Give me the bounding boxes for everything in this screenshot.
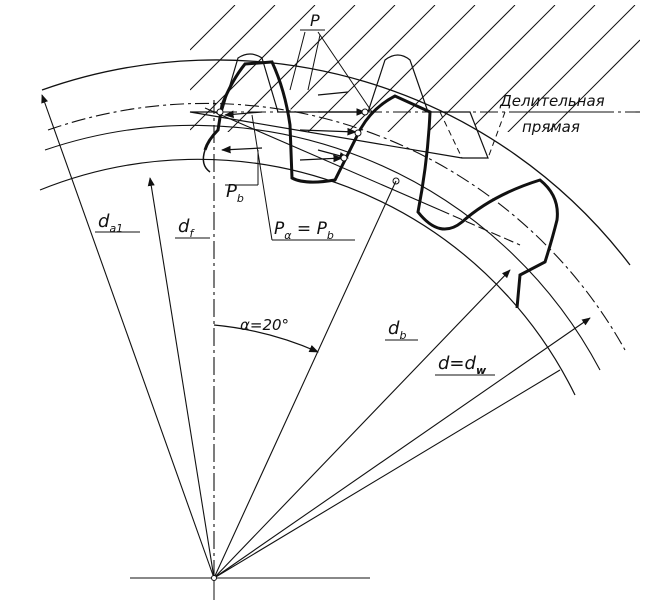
concentric-circles xyxy=(39,59,631,396)
tip-circle xyxy=(41,59,631,266)
line-of-action-ext xyxy=(439,209,521,246)
tip-diameter-label: da1 xyxy=(98,211,123,235)
base-radius xyxy=(213,269,511,579)
tip-radius xyxy=(41,94,215,579)
base-circle xyxy=(44,124,601,371)
pitch-line-label-2: прямая xyxy=(522,118,580,136)
root-diameter-label: df xyxy=(178,216,195,240)
root-circle xyxy=(39,158,576,396)
base-diameter-label: db xyxy=(388,318,406,342)
contact-points xyxy=(216,108,400,185)
root-fillet xyxy=(202,149,211,173)
base-pitch-label: Pb xyxy=(226,181,244,205)
pitch-diameter-label: d=dw xyxy=(438,353,487,377)
pitch-line-label: Делительная xyxy=(499,92,605,110)
radial-lines xyxy=(41,94,591,579)
pitch-radius xyxy=(213,317,591,579)
root-radius xyxy=(147,177,215,579)
gear-centre xyxy=(130,560,370,600)
angle-label: α=20° xyxy=(240,316,289,334)
pitch-circle xyxy=(47,102,626,351)
pitch-leaders xyxy=(289,29,373,113)
extra-ray xyxy=(213,369,561,579)
pitch-label: P xyxy=(310,11,320,30)
rack-dashed-profile xyxy=(439,111,506,159)
label-leaders xyxy=(95,111,605,376)
equality-label: Pα = Pb xyxy=(274,219,334,242)
gear-teeth-profile xyxy=(203,60,559,309)
rack-tooth-outline xyxy=(189,53,489,159)
pressure-angle-arc xyxy=(213,324,319,353)
normal-arrows xyxy=(221,91,366,163)
base-tangent-radius xyxy=(213,180,397,579)
